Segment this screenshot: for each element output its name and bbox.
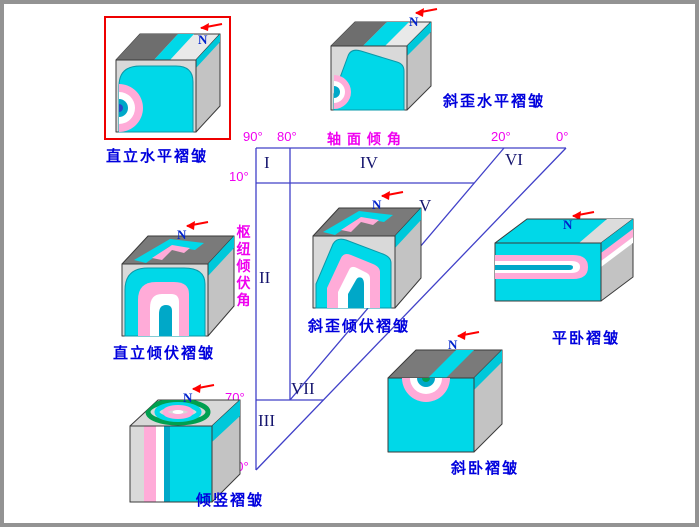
highlight-box: N	[104, 16, 231, 140]
plunging-nose-band-pink	[152, 245, 190, 260]
fold-label-inclined-horizontal: 斜歪水平褶皱	[443, 93, 546, 110]
north-arrow-head	[415, 8, 424, 17]
fold-core	[159, 305, 172, 336]
fold-core	[422, 378, 430, 382]
front-layer-white	[156, 426, 164, 502]
zone-III: III	[258, 411, 275, 430]
zone-I: I	[264, 153, 270, 172]
eroded-surface	[116, 34, 178, 60]
plunging-nose-band-cyan	[323, 211, 393, 235]
fold-label-inclined-plunging: 斜歪倾伏褶皱	[308, 318, 411, 335]
fold-block-upright-horizontal: N	[115, 23, 223, 133]
north-arrow-head	[381, 191, 390, 200]
side-layer-band-pink	[601, 229, 633, 261]
front-layer-teal	[164, 426, 170, 502]
plunging-nose-band-cyan	[134, 239, 204, 263]
front-layer-pink	[144, 426, 156, 502]
north-label: N	[563, 217, 573, 232]
fold-block-upright-plunging: N	[121, 221, 235, 337]
north-arrow-head	[186, 221, 195, 230]
diagonal-line-outer	[255, 147, 567, 471]
north-label: N	[198, 32, 208, 47]
fold-block-inclined-horizontal: N	[330, 8, 438, 111]
x-axis-title: 轴面倾角	[327, 131, 407, 147]
north-label: N	[448, 337, 458, 352]
eroded-surface	[579, 219, 633, 243]
front-face-outline	[129, 425, 213, 503]
side-layer-band	[212, 400, 240, 442]
zone-IV: IV	[360, 153, 378, 172]
fold-core	[348, 277, 364, 308]
y-axis-title: 枢纽倾伏角	[236, 224, 251, 308]
north-arrow-head	[192, 384, 201, 393]
fold-label-upright-plunging: 直立倾伏褶皱	[113, 345, 216, 362]
side-layer-band	[395, 208, 421, 248]
zone-V: V	[419, 196, 432, 215]
plunging-nose-band-pink	[341, 217, 379, 232]
side-layer-band	[196, 34, 220, 68]
fold-layer-teal	[417, 378, 435, 387]
top-layer-band	[428, 350, 474, 378]
north-label: N	[177, 227, 187, 242]
side-layer-band	[208, 236, 234, 276]
zone-II: II	[259, 268, 271, 287]
fold-block-reclined: N	[387, 331, 503, 453]
fold-label-upright-horizontal: 直立水平褶皱	[106, 148, 209, 165]
fold-block-inclined-plunging: N	[312, 191, 422, 309]
top-layer-band	[154, 34, 194, 60]
fold-core	[495, 265, 573, 270]
side-layer-band-cyan	[601, 219, 633, 253]
fold-layer-teal	[334, 86, 340, 98]
side-layer-band	[474, 350, 502, 390]
eroded-surface	[331, 22, 387, 46]
north-label: N	[372, 197, 382, 212]
x-tick-20: 20°	[491, 129, 511, 144]
top-layer-band	[363, 22, 409, 46]
fold-block-vertical: N	[129, 384, 241, 503]
x-tick-0: 0°	[556, 129, 569, 144]
x-tick-90: 90°	[243, 129, 263, 144]
north-label: N	[183, 390, 193, 405]
zone-VI: VI	[505, 150, 523, 169]
y-tick-10: 10°	[229, 169, 249, 184]
front-layer-gray	[130, 426, 144, 502]
side-layer-band	[407, 22, 431, 56]
north-arrow-head	[572, 211, 581, 220]
fold-layer-teal	[119, 99, 128, 117]
map-view-fold-rings	[145, 400, 211, 426]
fold-label-reclined: 斜卧褶皱	[451, 460, 520, 477]
north-arrow-head	[457, 331, 466, 340]
fold-block-recumbent: N	[494, 211, 634, 302]
side-layer-band-white	[601, 237, 633, 267]
fold-label-vertical: 倾竖褶皱	[196, 492, 265, 509]
zone-VII: VII	[291, 379, 315, 398]
fold-label-recumbent: 平卧褶皱	[552, 330, 621, 347]
fold-core	[119, 104, 123, 112]
north-label: N	[409, 14, 419, 29]
x-tick-80: 80°	[277, 129, 297, 144]
north-arrow-head	[200, 23, 209, 31]
fold-layer-cyan	[333, 49, 405, 111]
